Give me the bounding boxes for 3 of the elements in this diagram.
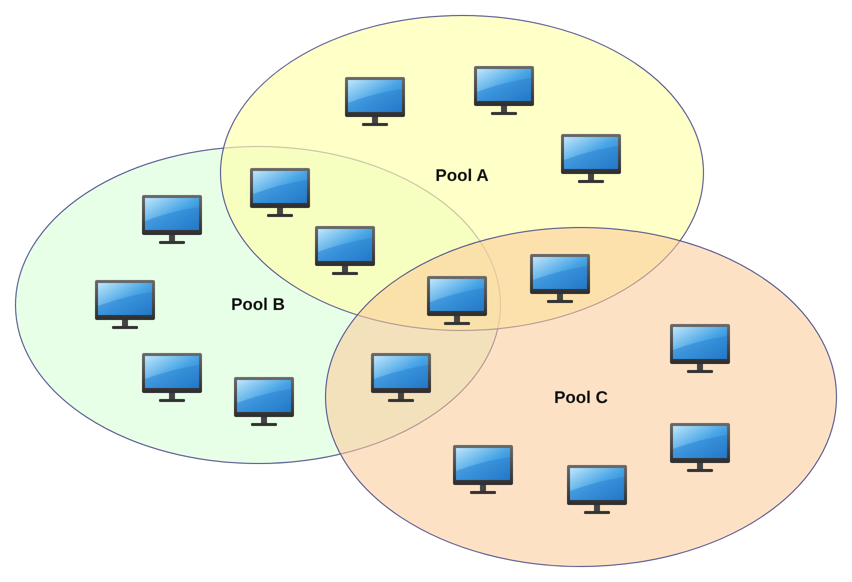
pool-label: Pool A (435, 166, 489, 186)
pool-label: Pool C (554, 388, 608, 408)
pool-label: Pool B (231, 295, 285, 315)
